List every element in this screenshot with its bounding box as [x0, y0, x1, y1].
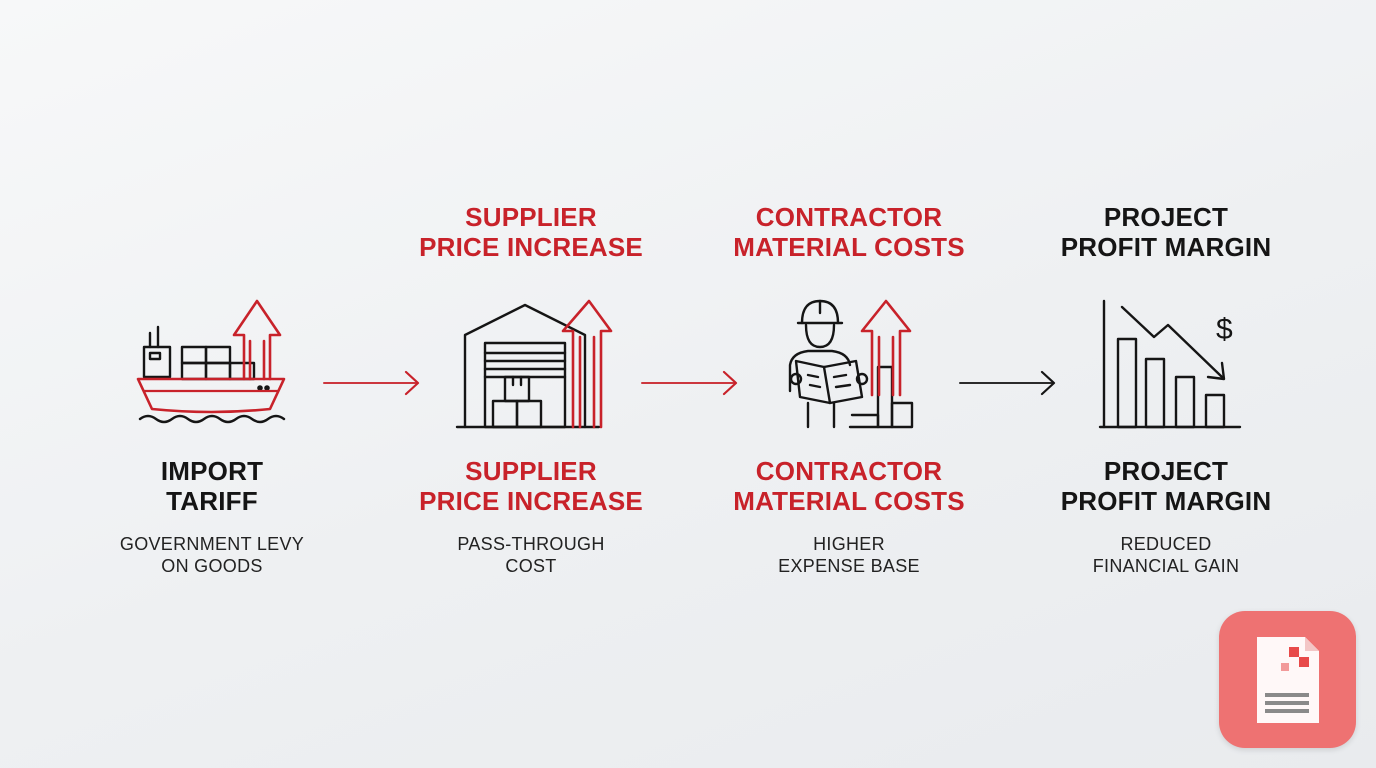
declining-bar-chart-icon: $ [1098, 299, 1242, 429]
black-arrow-icon [959, 370, 1056, 396]
step-3-title: CONTRACTOR MATERIAL COSTS [733, 456, 965, 516]
document-app-badge[interactable] [1219, 611, 1356, 748]
step-1-title: IMPORT TARIFF [160, 456, 264, 516]
step-2-subtitle: PASS-THROUGH COST [457, 534, 605, 576]
step-4-title: PROJECT PROFIT MARGIN [1060, 456, 1272, 516]
red-arrow-icon [641, 370, 738, 396]
step-3-top-title: CONTRACTOR MATERIAL COSTS [733, 202, 965, 262]
step-4-top-title: PROJECT PROFIT MARGIN [1060, 202, 1272, 262]
step-2-top-title: SUPPLIER PRICE INCREASE [419, 202, 643, 262]
document-app-icon [1257, 637, 1319, 723]
step-4-subtitle: REDUCED FINANCIAL GAIN [1092, 534, 1240, 576]
cargo-ship-icon [136, 299, 286, 424]
step-1-subtitle: GOVERNMENT LEVY ON GOODS [119, 534, 305, 576]
red-arrow-icon [323, 370, 420, 396]
step-3-subtitle: HIGHER EXPENSE BASE [778, 534, 920, 576]
contractor-blueprint-icon [788, 299, 914, 429]
svg-text:$: $ [1216, 313, 1233, 346]
step-2-title: SUPPLIER PRICE INCREASE [419, 456, 643, 516]
warehouse-icon [455, 299, 613, 429]
